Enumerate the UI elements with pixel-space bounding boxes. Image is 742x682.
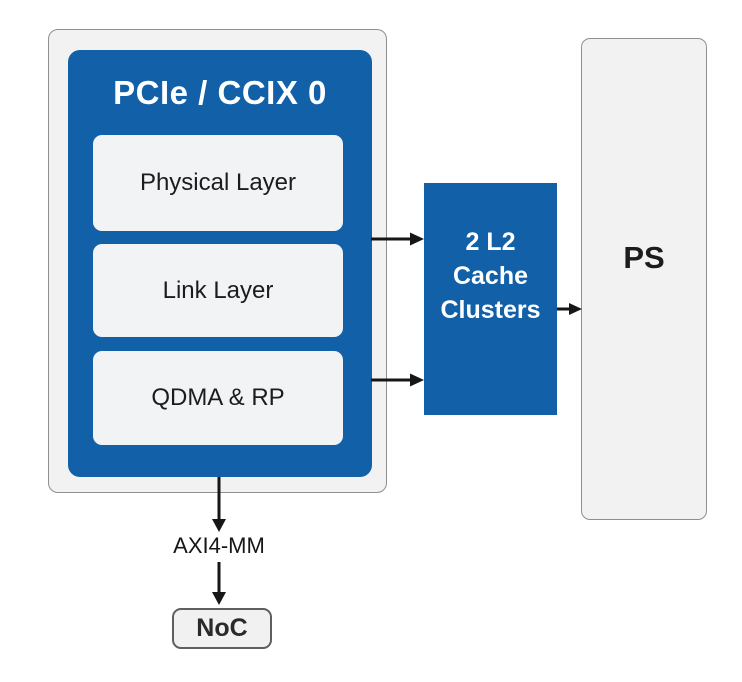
axi4-mm-label: AXI4-MM: [173, 533, 265, 558]
ps-block: PS: [581, 38, 707, 520]
l2-line-1: 2 L2: [465, 228, 516, 256]
arrow-l2-to-ps: [557, 303, 582, 315]
physical-layer-block: Physical Layer: [93, 135, 343, 231]
ps-label: PS: [623, 240, 665, 275]
pcie-ccix-title: PCIe / CCIX 0: [113, 73, 327, 111]
l2-line-2: Cache: [452, 262, 529, 290]
link-layer-block: Link Layer: [93, 244, 343, 337]
qdma-rp-block: QDMA & RP: [93, 351, 343, 445]
l2-cache-clusters-block: 2 L2 Cache Clusters: [424, 183, 557, 415]
noc-label: NoC: [196, 614, 248, 642]
arrow-axi4-to-noc: [212, 562, 226, 605]
qdma-rp-label: QDMA & RP: [151, 384, 285, 411]
physical-layer-label: Physical Layer: [139, 169, 297, 196]
link-layer-label: Link Layer: [162, 276, 274, 304]
noc-block: NoC: [172, 608, 272, 649]
l2-line-3: Clusters: [440, 296, 541, 324]
